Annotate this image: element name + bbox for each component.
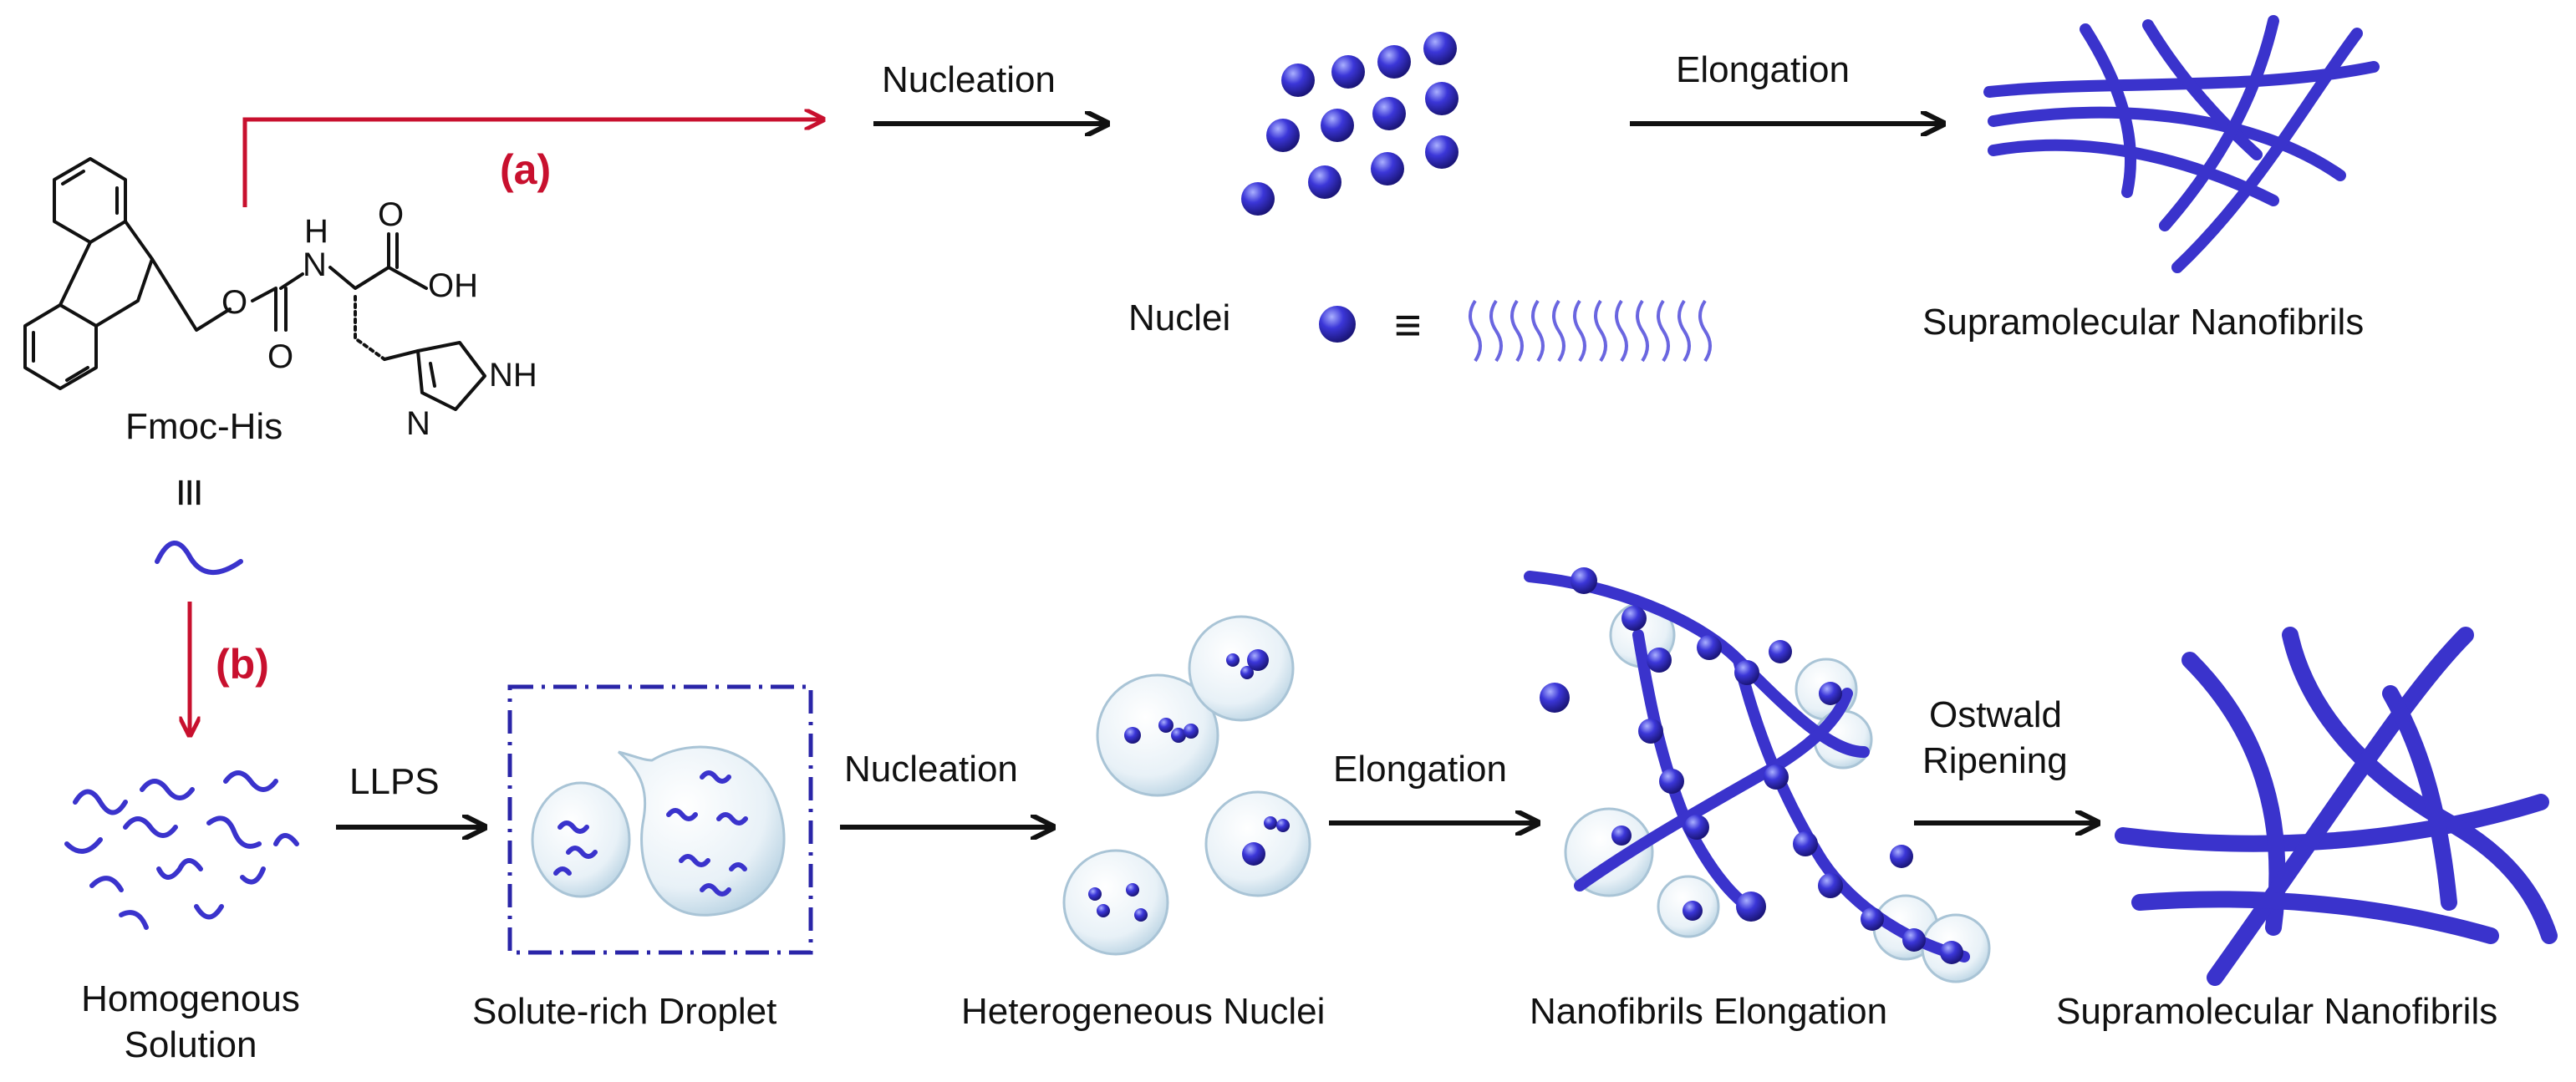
ch2-linker (150, 257, 232, 332)
benzene-ring-bottom (23, 303, 98, 390)
pathway-a-product-label: Supramolecular Nanofibrils (1922, 302, 2364, 343)
pathway-b-step1-label: LLPS (349, 761, 440, 802)
sphere-icon (1331, 55, 1365, 89)
equivalence-symbol-vertical: ≡ (162, 478, 218, 507)
five-ring-bonds (59, 220, 154, 328)
sphere-icon (1425, 135, 1459, 169)
sphere-icon (1281, 63, 1315, 97)
nanofibrils-elongation-scene (1524, 567, 1991, 983)
alpha-carbon-bonds (328, 232, 428, 290)
sphere-icon (1377, 45, 1411, 79)
solute-rich-droplet (531, 745, 786, 917)
pathway-b-step4-line1: Ostwald (1929, 694, 2062, 735)
nanofibrils-top (1983, 15, 2380, 273)
imidazole-bonds (383, 349, 436, 388)
nanofibrils-bottom (2115, 627, 2558, 986)
pathway-b-stage2-label: Heterogeneous Nuclei (961, 991, 1325, 1032)
heterogeneous-nuclei-bubbles (1062, 615, 1311, 956)
pathway-b-step2-label: Nucleation (844, 749, 1018, 790)
sphere-icon (1266, 119, 1300, 152)
pathway-b-step3-label: Elongation (1333, 749, 1507, 790)
pathway-a-step2-label: Elongation (1676, 49, 1850, 90)
pathway-b-start-line2: Solution (124, 1024, 257, 1065)
nucleus-sphere-icon (1319, 306, 1356, 343)
carboxyl-hydroxyl: OH (428, 267, 478, 304)
beta-sheet-icon (1469, 299, 1712, 363)
carbamate-bonds (251, 287, 288, 332)
droplet-frame (507, 684, 813, 955)
imidazole-n-atom: N (406, 405, 430, 442)
sphere-icon (1371, 152, 1404, 185)
sphere-icon (1321, 109, 1354, 142)
amide-nitrogen-atom: N (303, 246, 327, 283)
homogenous-solution-wiggles (64, 770, 299, 930)
sphere-icon (1423, 32, 1457, 65)
imidazole-ring (416, 341, 486, 411)
imidazole-nh-atom: NH (489, 357, 537, 394)
nuclei-equivalence-symbol: ≡ (1394, 298, 1422, 351)
pathway-b-product-label: Supramolecular Nanofibrils (2056, 991, 2497, 1032)
amide-bond (279, 272, 304, 290)
nuclei-label: Nuclei (1128, 297, 1230, 338)
pathway-a-arrow (242, 119, 823, 207)
pathway-b-start-line1: Homogenous (81, 978, 300, 1019)
molecule-wiggle-icon (155, 541, 243, 576)
pathway-b-step4-line2: Ripening (1922, 740, 2068, 781)
pathway-a-tag: (a) (500, 146, 551, 193)
amide-hydrogen-atom: H (304, 213, 328, 250)
nuclei-cluster (1241, 32, 1459, 216)
side-chain-wedge (354, 295, 386, 361)
fmoc-his-structure: O O N H O OH NH N (23, 157, 537, 442)
carbonyl-oxygen-atom: O (267, 338, 293, 375)
aromatic-double-bonds (32, 170, 119, 382)
sphere-icon (1372, 97, 1406, 130)
carboxyl-oxygen-atom: O (378, 196, 404, 233)
benzene-ring-top (53, 157, 127, 244)
pathway-b-stage1-label: Solute-rich Droplet (472, 991, 776, 1032)
sphere-icon (1308, 165, 1341, 199)
pathway-b-stage3-label: Nanofibrils Elongation (1530, 991, 1887, 1032)
oxygen-atom: O (221, 284, 247, 321)
sphere-icon (1241, 182, 1275, 216)
molecule-name-label: Fmoc-His (125, 406, 283, 447)
pathway-a-step1-label: Nucleation (882, 59, 1056, 100)
pathway-b-tag: (b) (216, 641, 269, 688)
sphere-icon (1425, 82, 1459, 115)
